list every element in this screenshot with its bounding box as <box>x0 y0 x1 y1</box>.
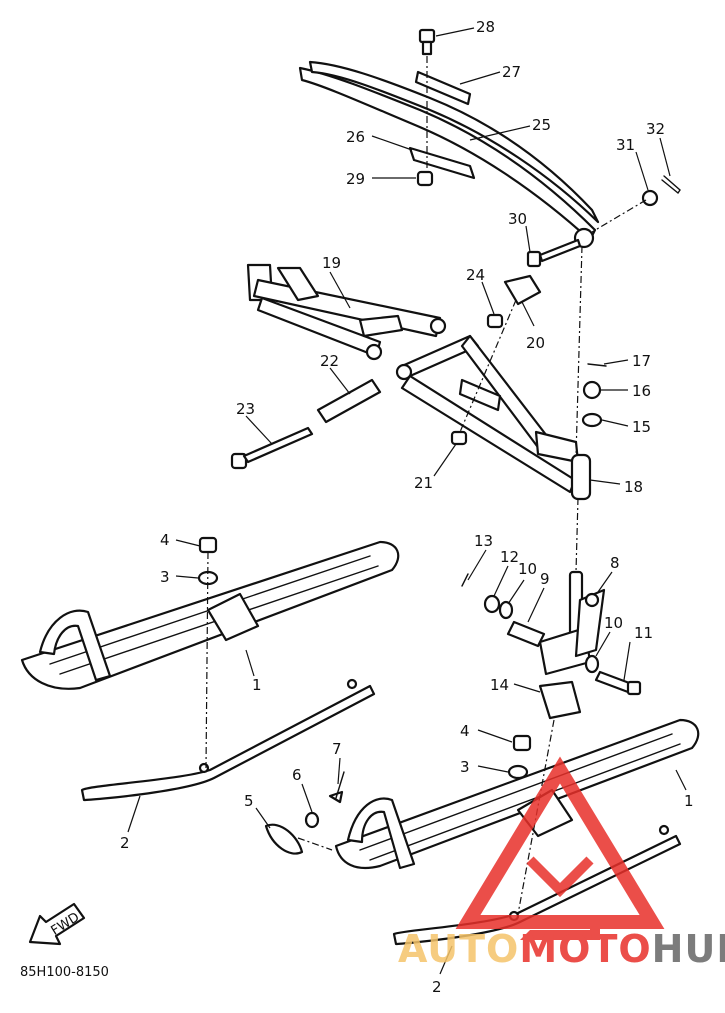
callout-6: 6 <box>292 766 302 784</box>
forward-direction-badge: FWD <box>28 902 86 946</box>
callout-4-left: 4 <box>160 531 170 549</box>
spindle-8 <box>538 570 606 676</box>
callout-10-right: 10 <box>604 614 623 632</box>
callout-3-right: 3 <box>460 758 470 776</box>
callout-15: 15 <box>632 418 651 436</box>
ski-frame-rear <box>246 263 447 361</box>
callout-9: 9 <box>540 570 550 588</box>
washer-3-right <box>507 764 529 780</box>
automotohub-watermark: AUTOMOTOHUB <box>398 756 725 971</box>
callout-1-right: 1 <box>684 792 694 810</box>
spring-clamp-27 <box>414 70 472 106</box>
wear-bar-left <box>80 678 376 802</box>
nut-31 <box>641 189 659 207</box>
callout-16: 16 <box>632 382 651 400</box>
callout-30: 30 <box>508 210 527 228</box>
nut-21 <box>450 430 468 446</box>
spring-bolt-28 <box>418 28 436 56</box>
callout-11: 11 <box>634 624 653 642</box>
callout-20: 20 <box>526 334 545 352</box>
nut-16 <box>582 380 602 400</box>
callout-17: 17 <box>632 352 651 370</box>
spring-plate-26 <box>408 146 476 180</box>
nut-12 <box>483 594 501 614</box>
callout-32: 32 <box>646 120 665 138</box>
callout-24: 24 <box>466 266 485 284</box>
callout-21: 21 <box>414 474 433 492</box>
nut-29 <box>416 170 434 187</box>
nut-24 <box>486 313 504 329</box>
washer-6 <box>304 811 320 829</box>
nut-4-right <box>512 734 532 752</box>
ski-left <box>20 540 400 690</box>
callout-23: 23 <box>236 400 255 418</box>
long-bolt-23 <box>230 426 314 470</box>
watermark-text-hub: HUB <box>652 927 725 971</box>
leader-lines <box>127 27 687 975</box>
watermark-text-auto: AUTO <box>398 927 519 971</box>
leaf-spring <box>298 60 600 249</box>
callout-13: 13 <box>474 532 493 550</box>
callout-29: 29 <box>346 170 365 188</box>
callout-25: 25 <box>532 116 551 134</box>
callout-14: 14 <box>490 676 509 694</box>
callout-27: 27 <box>502 63 521 81</box>
ski-frame-front <box>395 334 592 501</box>
callout-31: 31 <box>616 136 635 154</box>
callout-26: 26 <box>346 128 365 146</box>
callout-7: 7 <box>332 740 342 758</box>
watermark-text: AUTOMOTOHUB <box>398 927 725 971</box>
bumper-20 <box>503 274 542 306</box>
assembly-lines <box>205 56 647 915</box>
cotter-pin-17 <box>587 363 607 367</box>
callout-8: 8 <box>610 554 620 572</box>
washer-15 <box>581 412 603 428</box>
diagram-code: 85H100-8150 <box>20 965 109 980</box>
callout-numbers: 28 27 26 25 29 31 32 30 19 24 20 17 16 1… <box>120 18 694 996</box>
callout-2-right: 2 <box>432 978 442 996</box>
callout-12: 12 <box>500 548 519 566</box>
damper-14 <box>538 680 582 720</box>
callout-2-left: 2 <box>120 834 130 852</box>
washer-10-right <box>584 654 600 674</box>
callout-1-left: 1 <box>252 676 262 694</box>
callout-3-left: 3 <box>160 568 170 586</box>
callout-28: 28 <box>476 18 495 36</box>
watermark-text-moto: MOTO <box>519 927 651 971</box>
rivet-7 <box>328 771 345 804</box>
washer-10-left <box>498 600 514 620</box>
cotter-pin-32 <box>661 175 681 195</box>
cotter-pin-13 <box>461 573 469 587</box>
bolt-11 <box>594 670 642 696</box>
bolt-30 <box>526 238 582 268</box>
callout-4-right: 4 <box>460 722 470 740</box>
ski-stopper-5 <box>264 823 304 855</box>
callout-5: 5 <box>244 792 254 810</box>
callout-22: 22 <box>320 352 339 370</box>
callout-19: 19 <box>322 254 341 272</box>
watermark-logo-triangle <box>455 756 665 940</box>
collar-9 <box>506 620 546 648</box>
callout-10-left: 10 <box>518 560 537 578</box>
collar-22 <box>316 378 382 424</box>
nut-4-left <box>198 536 218 554</box>
callout-18: 18 <box>624 478 643 496</box>
